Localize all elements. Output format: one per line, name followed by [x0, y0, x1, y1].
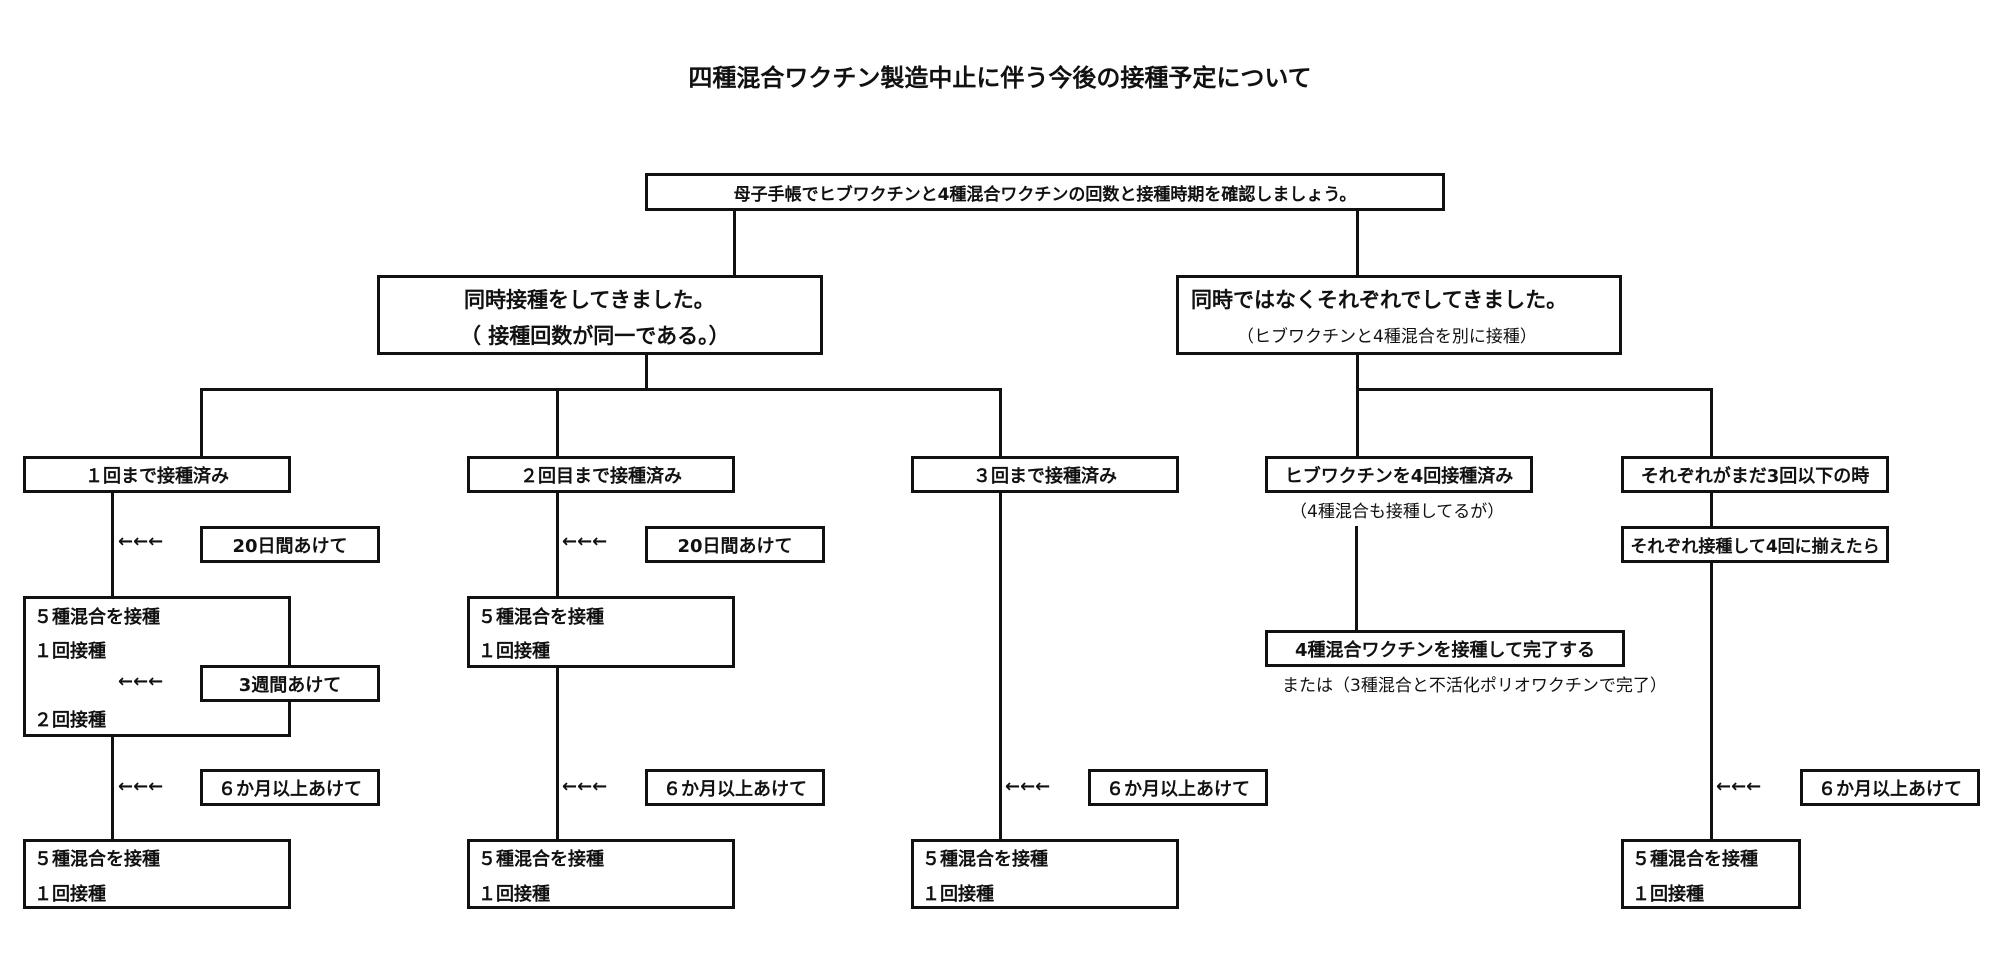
col5-head: それぞれがまだ3回以下の時	[1621, 456, 1889, 493]
connector	[200, 388, 1002, 391]
col2-end-line1: ５種混合を接種	[478, 849, 604, 870]
col4-end-box: 4種混合ワクチンを接種して完了する	[1265, 630, 1625, 667]
connector	[1710, 388, 1713, 458]
col2-end-line2: １回接種	[478, 884, 550, 905]
arrow-left: ←←←	[1716, 776, 1762, 797]
connector	[1710, 493, 1713, 528]
col5-interval2-text: ６か月以上あけて	[1818, 778, 1962, 800]
col1-end-line1: ５種混合を接種	[34, 849, 160, 870]
connector	[556, 666, 559, 841]
connector	[1356, 388, 1359, 458]
col1-mid-line1: ５種混合を接種	[34, 607, 160, 628]
col3-head: ３回まで接種済み	[911, 456, 1179, 493]
col3-end-line1: ５種混合を接種	[922, 849, 1048, 870]
col4-head-text: ヒブワクチンを4回接種済み	[1284, 465, 1514, 487]
connector	[999, 388, 1002, 458]
col1-interval1-text: 20日間あけて	[232, 535, 348, 557]
col4-head: ヒブワクチンを4回接種済み	[1265, 456, 1533, 493]
connector	[1356, 210, 1359, 278]
col3-head-text: ３回まで接種済み	[973, 465, 1117, 487]
col5-interval2: ６か月以上あけて	[1800, 769, 1980, 806]
arrow-left: ←←←	[562, 776, 608, 797]
arrow-left: ←←←	[118, 531, 164, 552]
col4-note: （4種混合も接種してるが）	[1290, 502, 1505, 522]
arrow-left: ←←←	[562, 531, 608, 552]
col3-interval2: ６か月以上あけて	[1088, 769, 1268, 806]
col5-end-line1: ５種混合を接種	[1632, 849, 1758, 870]
arrow-left: ←←←	[1005, 776, 1051, 797]
root-box: 母子手帳でヒブワクチンと4種混合ワクチンの回数と接種時期を確認しましょう。	[645, 173, 1445, 211]
connector	[111, 493, 114, 598]
left-branch-box: 同時接種をしてきました。 （ 接種回数が同一である。）	[377, 275, 823, 355]
col1-end-line2: １回接種	[34, 884, 106, 905]
col2-interval1: 20日間あけて	[645, 526, 825, 563]
col1-end-box: ５種混合を接種 １回接種	[23, 839, 291, 909]
connector	[200, 388, 203, 458]
connector	[645, 355, 648, 390]
col1-mid-line2: １回接種	[34, 641, 106, 662]
col3-interval2-text: ６か月以上あけて	[1106, 778, 1250, 800]
root-text: 母子手帳でヒブワクチンと4種混合ワクチンの回数と接種時期を確認しましょう。	[733, 184, 1357, 205]
col2-interval1-text: 20日間あけて	[677, 535, 793, 557]
col1-mid-line3: ２回接種	[34, 710, 106, 731]
connector	[111, 735, 114, 841]
connector	[1710, 562, 1713, 841]
col1-head: １回まで接種済み	[23, 456, 291, 493]
col2-mid-box: ５種混合を接種 １回接種	[467, 596, 735, 668]
col1-interval-inner-text: 3週間あけて	[238, 674, 342, 696]
page-title: 四種混合ワクチン製造中止に伴う今後の接種予定について	[688, 64, 1312, 92]
right-branch-line2: （ヒブワクチンと4種混合を別に接種）	[1237, 327, 1537, 347]
connector	[733, 210, 736, 278]
connector	[556, 493, 559, 598]
col2-mid-line2: １回接種	[478, 641, 550, 662]
left-branch-line1: 同時接種をしてきました。	[464, 288, 715, 312]
col1-interval2-text: ６か月以上あけて	[218, 778, 362, 800]
col2-head: ２回目まで接種済み	[467, 456, 735, 493]
connector	[1355, 526, 1358, 631]
right-branch-box: 同時ではなくそれぞれでしてきました。 （ヒブワクチンと4種混合を別に接種）	[1176, 275, 1622, 355]
col3-end-line2: １回接種	[922, 884, 994, 905]
connector	[1356, 388, 1712, 391]
col4-end-text: 4種混合ワクチンを接種して完了する	[1295, 639, 1595, 661]
col2-mid-line1: ５種混合を接種	[478, 607, 604, 628]
col2-interval2-text: ６か月以上あけて	[663, 778, 807, 800]
arrow-left: ←←←	[118, 671, 164, 692]
connector	[999, 493, 1002, 841]
col1-head-text: １回まで接種済み	[85, 465, 229, 487]
col1-interval1: 20日間あけて	[200, 526, 380, 563]
col5-head-text: それぞれがまだ3回以下の時	[1640, 465, 1870, 487]
connector	[1356, 355, 1359, 390]
col5-step-box: それぞれ接種して4回に揃えたら	[1621, 526, 1889, 563]
col5-step-text: それぞれ接種して4回に揃えたら	[1630, 537, 1880, 557]
col3-end-box: ５種混合を接種 １回接種	[911, 839, 1179, 909]
col5-end-line2: １回接種	[1632, 884, 1704, 905]
col2-end-box: ５種混合を接種 １回接種	[467, 839, 735, 909]
col2-head-text: ２回目まで接種済み	[520, 465, 682, 487]
connector	[556, 388, 559, 458]
col4-alt: または（3種混合と不活化ポリオワクチンで完了）	[1282, 676, 1667, 696]
left-branch-line2: （ 接種回数が同一である。）	[460, 324, 730, 348]
col5-end-box: ５種混合を接種 １回接種	[1621, 839, 1801, 909]
col1-interval2: ６か月以上あけて	[200, 769, 380, 806]
arrow-left: ←←←	[118, 776, 164, 797]
col2-interval2: ６か月以上あけて	[645, 769, 825, 806]
col1-interval-inner: 3週間あけて	[200, 665, 380, 702]
right-branch-line1: 同時ではなくそれぞれでしてきました。	[1191, 288, 1568, 312]
